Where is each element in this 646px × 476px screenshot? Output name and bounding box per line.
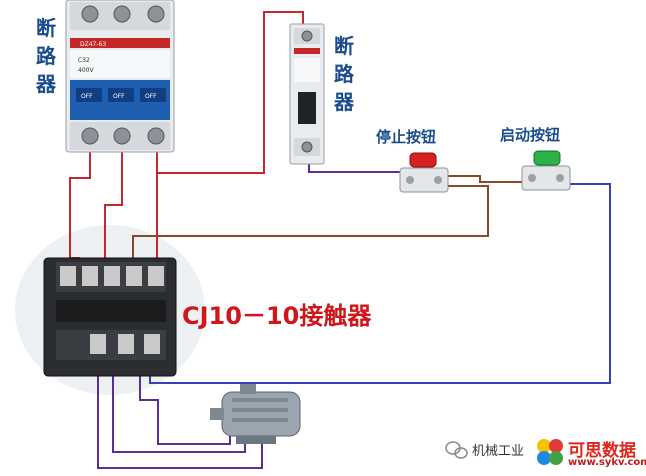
- watermark-text: 机械工业: [472, 444, 525, 459]
- motor: [210, 384, 301, 444]
- stop-button-cap: [409, 152, 437, 168]
- wire-coil-return: [149, 183, 611, 384]
- label-stop-button: 停止按钮: [376, 128, 437, 146]
- main-breaker-model-text: DZ47-63: [80, 41, 106, 48]
- wire-stop-to-start: [445, 175, 530, 183]
- main-breaker-model-strip: [70, 38, 170, 48]
- wire-motor-w: [139, 360, 231, 445]
- stop-button: [399, 152, 449, 193]
- label-main-breaker: 断路器: [36, 16, 56, 96]
- start-button-body: [521, 165, 571, 191]
- contactor: [43, 257, 177, 377]
- label-small-breaker: 断路器: [334, 34, 354, 114]
- watermark-brand: 可思数据: [568, 441, 636, 461]
- wechat-icon: [445, 441, 468, 459]
- main-breaker: DZ47-63 C32 400V OFF OFF OFF: [65, 0, 175, 153]
- stop-button-body: [399, 167, 449, 193]
- small-breaker-handle: [298, 92, 316, 124]
- main-breaker-off-2: OFF: [113, 93, 125, 100]
- small-breaker: [289, 23, 325, 165]
- watermark-url: www.sykv.com: [568, 457, 646, 468]
- main-breaker-voltage-text: 400V: [78, 67, 94, 74]
- wire-start-hold: [132, 185, 489, 262]
- motor-shaft: [210, 408, 224, 420]
- wire-breaker-to-stop: [308, 162, 411, 180]
- wires: [69, 11, 611, 469]
- label-start-button: 启动按钮: [500, 126, 561, 144]
- wire-motor-u: [97, 360, 263, 469]
- main-breaker-rating-text: C32: [78, 57, 90, 64]
- wire-control-supply: [157, 11, 304, 174]
- wire-phase-l2: [104, 150, 123, 262]
- wire-motor-v: [112, 360, 246, 453]
- main-breaker-off-3: OFF: [145, 93, 157, 100]
- logo-dots-icon: [537, 439, 563, 465]
- start-button-cap: [533, 150, 561, 166]
- main-breaker-off-1: OFF: [81, 93, 93, 100]
- start-button: [521, 150, 571, 191]
- label-contactor: CJ10－10接触器: [182, 302, 372, 330]
